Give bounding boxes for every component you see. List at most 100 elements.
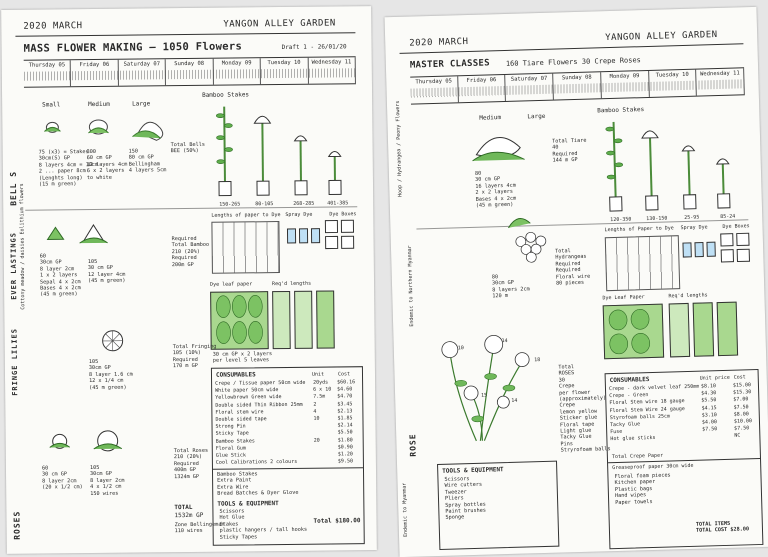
consumable-qty: 20yds xyxy=(313,380,328,386)
fringe-lily-sketch xyxy=(92,327,132,357)
consumable-row: Glue Stick$1.20 xyxy=(216,451,360,453)
side-label-everlastings: EVER LASTINGS xyxy=(9,232,18,300)
size-small: Small xyxy=(42,101,60,108)
bamboo-stakes-drawing xyxy=(599,113,752,217)
consumable-cost: $4.70 xyxy=(337,394,352,400)
bamboo-stakes-label: Bamboo Stakes xyxy=(597,106,644,114)
size-medium: Medium xyxy=(88,101,110,108)
col-header: Cost xyxy=(338,371,350,377)
consumable-item: Tacky Glue xyxy=(610,421,640,428)
dye-leaf-paper xyxy=(210,291,269,350)
dye-boxes-label: Dye Boxes xyxy=(329,211,356,217)
consumable-item: Floral Stem Wire 24 gauge xyxy=(610,406,685,414)
col-header: Unit price xyxy=(700,375,730,382)
left-garden-name: YANGON ALLEY GARDEN xyxy=(223,18,336,29)
leaf-length xyxy=(669,303,691,358)
dye-leaf-paper xyxy=(603,304,664,360)
size-medium: Medium xyxy=(479,114,501,122)
consumable-cost: $2.14 xyxy=(338,422,353,428)
tools-title: TOOLS & EQUIPMENT xyxy=(442,466,504,475)
total-value: 1532m GP xyxy=(174,512,203,519)
consumable-item: Floral stem wire xyxy=(215,409,263,416)
consumable-item: White paper 50cm wide xyxy=(215,387,278,394)
tools-title: TOOLS & EQUIPMENT xyxy=(217,500,278,508)
leaf-length xyxy=(272,291,291,349)
consumable-qty: $4.15 xyxy=(701,405,716,411)
consumable-cost: $2.13 xyxy=(337,408,352,414)
consumable-item: Crepe - Green xyxy=(609,392,648,399)
leaf-length xyxy=(316,290,335,348)
consumable-cost: $1.80 xyxy=(338,437,353,443)
reqd-lengths-label: Req'd lengths xyxy=(272,281,311,287)
left-date: 2020 MARCH xyxy=(23,21,82,32)
consumable-qty: $8.10 xyxy=(701,383,716,389)
consumable-cost: $7.50 xyxy=(733,404,748,410)
spray-dye-label: Spray Dye xyxy=(680,224,707,231)
side-label: Endemic to Northern Myanmar xyxy=(407,245,415,326)
consumable-cost: $60.16 xyxy=(337,379,355,385)
rose-count: 18 xyxy=(534,357,540,363)
consumable-qty: $5.50 xyxy=(701,398,716,404)
dye-boxes-icon xyxy=(721,233,752,264)
size-large: Large xyxy=(527,113,545,121)
consumable-item: Crepe - dark velvet leaf 250mm xyxy=(609,384,699,393)
totals-line: Total Crepe Paper xyxy=(612,453,663,460)
right-subtitle-2: 30 Crepe Roses xyxy=(582,57,641,66)
consumable-cost: $4.60 xyxy=(337,386,352,392)
side-label-bells: BELL S xyxy=(9,171,18,206)
consumables-table: CONSUMABLES Unit Cost Crepe / Tissue pap… xyxy=(211,366,365,546)
consumable-cost: $5.50 xyxy=(338,430,353,436)
consumable-item: Bamboo Stakes xyxy=(216,438,255,444)
consumable-item: Strong Pin xyxy=(216,424,246,430)
consumable-row: Floral Gum$0.90 xyxy=(216,444,360,446)
paper-lengths-graphic xyxy=(211,221,280,274)
consumable-qty: 7.5m xyxy=(313,394,325,400)
col-header: Unit xyxy=(312,372,324,378)
dye-boxes-icon xyxy=(325,220,355,250)
leaf-length xyxy=(717,302,738,357)
consumable-qty: $4.30 xyxy=(701,390,716,396)
left-day-strip: Thursday 05 Friday 06 Saturday 07 Sunday… xyxy=(24,56,356,87)
consumable-row: Strong Pin$2.14 xyxy=(216,422,360,424)
consumable-item: Crepe / Tissue paper 50cm wide xyxy=(215,380,305,387)
left-title: MASS FLOWER MAKING — 1050 Flowers xyxy=(24,40,243,54)
left-draft: Draft 1 - 26/01/20 xyxy=(282,43,347,51)
roses-sketch xyxy=(429,331,552,446)
consumable-cost: $9.50 xyxy=(338,458,353,464)
consumable-qty: $4.00 xyxy=(702,419,717,425)
lengths-paper-label: Lengths of Paper to Dye xyxy=(604,225,673,233)
paper-lengths-graphic xyxy=(605,235,680,291)
consumable-item: Fuse xyxy=(610,429,622,435)
grand-total: Total $180.00 xyxy=(313,517,360,524)
total-label: TOTAL xyxy=(174,504,192,511)
everlasting-sketch xyxy=(43,218,143,249)
consumable-qty: 10 xyxy=(313,416,319,422)
consumable-item: Double sided tape xyxy=(215,416,266,423)
bamboo-stakes-label: Bamboo Stakes xyxy=(202,91,249,98)
rose-count: 10 xyxy=(458,345,464,351)
spray-bottles-icon xyxy=(285,221,321,249)
leaf-length xyxy=(693,302,715,357)
side-label-rose: ROSE xyxy=(408,433,418,457)
consumable-cost: $0.90 xyxy=(338,444,353,450)
side-label-fringe-lilies: FRINGE LILIES xyxy=(10,328,19,396)
